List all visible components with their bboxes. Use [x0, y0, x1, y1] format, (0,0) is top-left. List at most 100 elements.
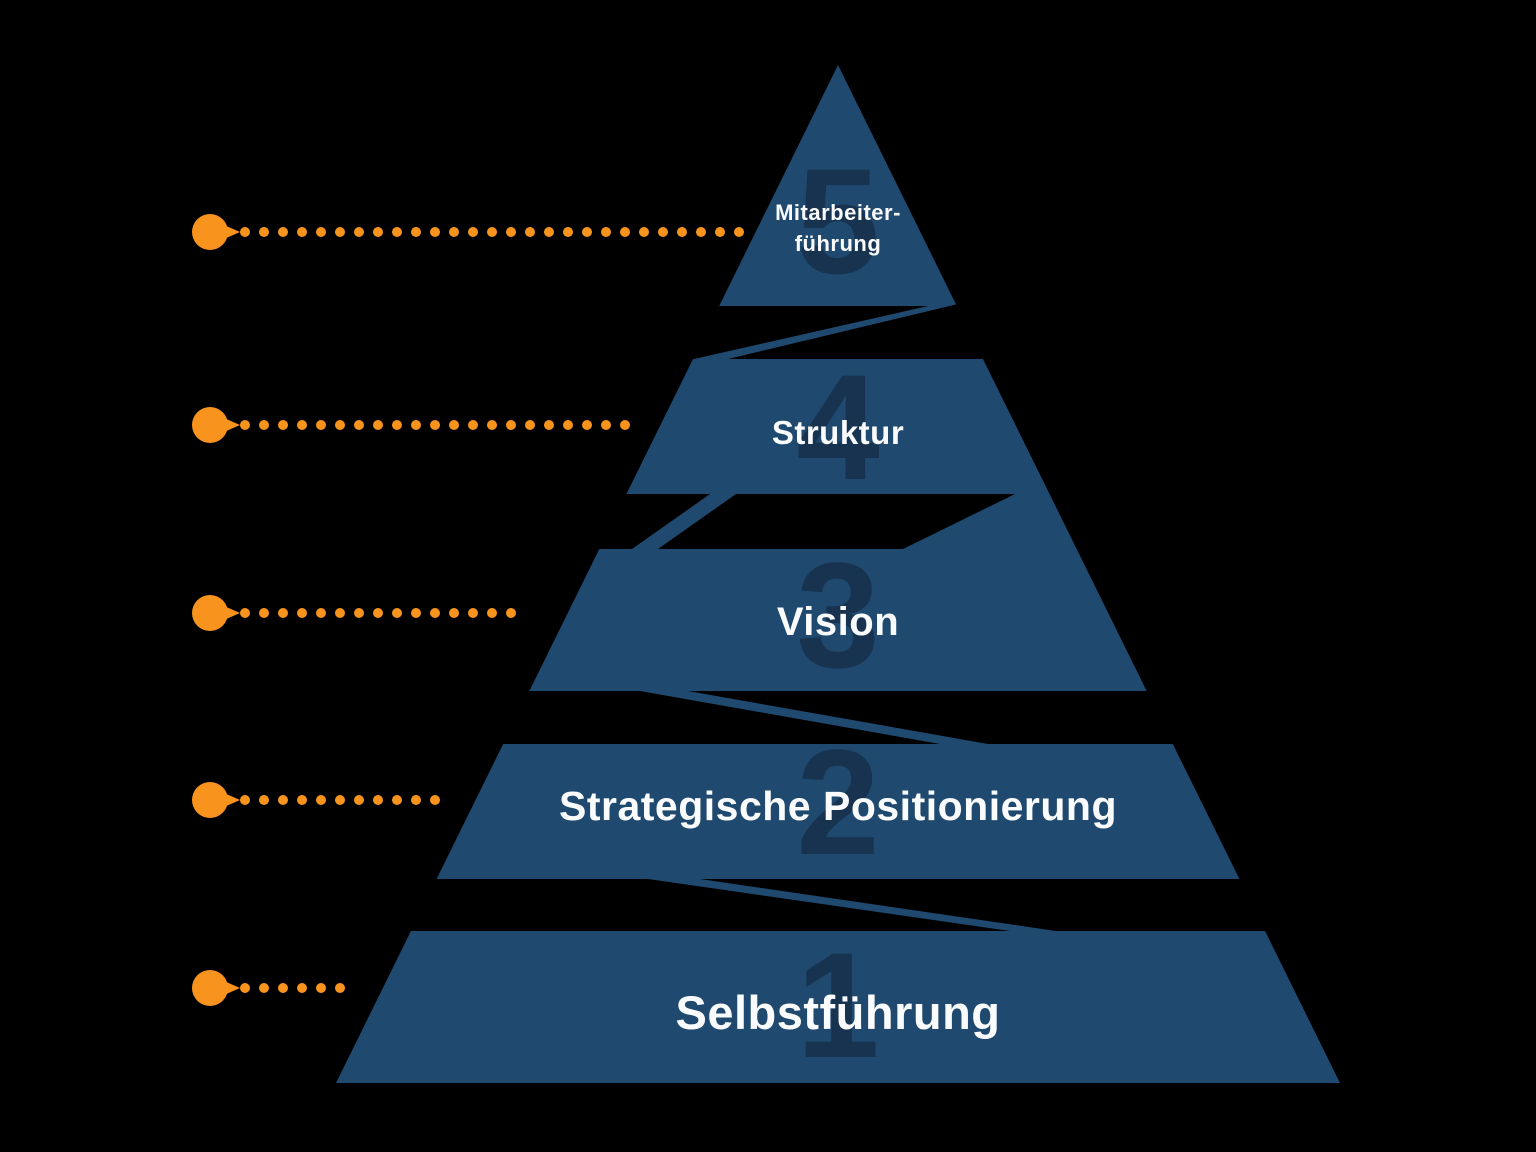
leader-dot: [240, 227, 250, 237]
leader-dot: [297, 227, 307, 237]
gap-cut-3-2-right: [688, 691, 1260, 744]
level-labels: Mitarbeiter- führung Struktur Vision Str…: [559, 200, 1117, 1039]
leader-dot: [240, 983, 250, 993]
leader-dot: [582, 420, 592, 430]
leader-dot: [297, 420, 307, 430]
gap-cut-2-1-right: [700, 879, 1320, 931]
leader-lines: [192, 214, 744, 1006]
leader-dot: [278, 608, 288, 618]
level-2-label: Strategische Positionierung: [559, 783, 1117, 829]
leader-line-level-2: [192, 782, 440, 818]
leader-dot: [715, 227, 725, 237]
level-4-number: 4: [796, 343, 879, 511]
leader-dot: [297, 983, 307, 993]
leader-dot: [468, 608, 478, 618]
leader-dot: [392, 608, 402, 618]
leader-dot: [278, 983, 288, 993]
leader-dot: [278, 420, 288, 430]
gap-cut-4-3-middle: [658, 494, 1015, 549]
leader-dot: [430, 227, 440, 237]
leader-dot: [278, 227, 288, 237]
leader-dot: [335, 795, 345, 805]
level-5-number: 5: [796, 137, 879, 305]
leader-dot: [316, 227, 326, 237]
leader-dot: [373, 420, 383, 430]
leader-dot: [525, 420, 535, 430]
gap-cut-5-4-right: [728, 304, 1170, 359]
leader-dot: [259, 983, 269, 993]
leader-dot: [335, 227, 345, 237]
leader-dot: [468, 227, 478, 237]
leader-dot: [411, 227, 421, 237]
leader-dot: [601, 420, 611, 430]
gap-cut-3-2-left: [400, 691, 940, 744]
leader-dot: [335, 983, 345, 993]
leader-dot: [487, 420, 497, 430]
leader-dot: [259, 608, 269, 618]
pyramid-body: [290, 65, 1340, 1083]
leader-dot: [696, 227, 706, 237]
leader-start-dot: [192, 782, 228, 818]
leader-dot: [658, 227, 668, 237]
leader-start-pointer: [224, 225, 240, 239]
leader-dot: [620, 227, 630, 237]
leader-dot: [240, 420, 250, 430]
leader-dot: [411, 420, 421, 430]
level-1-number: 1: [796, 921, 879, 1089]
level-2-number: 2: [796, 718, 879, 886]
leader-dot: [430, 608, 440, 618]
leader-dot: [373, 795, 383, 805]
leader-dot: [316, 608, 326, 618]
leader-start-pointer: [224, 418, 240, 432]
leader-line-level-5: [192, 214, 744, 250]
leader-dot: [487, 608, 497, 618]
leader-dot: [601, 227, 611, 237]
leader-line-level-4: [192, 407, 630, 443]
leader-dot: [563, 227, 573, 237]
leader-dot: [354, 420, 364, 430]
leader-dot: [449, 420, 459, 430]
leader-dot: [373, 608, 383, 618]
leader-dot: [316, 420, 326, 430]
leader-dot: [468, 420, 478, 430]
leader-start-dot: [192, 407, 228, 443]
level-5-label-line2: führung: [795, 231, 882, 256]
pyramid-triangle: [336, 65, 1340, 1083]
leader-dot: [449, 608, 459, 618]
leader-dot: [544, 227, 554, 237]
leader-dot: [525, 227, 535, 237]
leader-dot: [297, 608, 307, 618]
leader-start-dot: [192, 595, 228, 631]
leader-dot: [506, 227, 516, 237]
leader-dot: [259, 227, 269, 237]
leader-dot: [240, 795, 250, 805]
leader-start-pointer: [224, 981, 240, 995]
leader-dot: [392, 420, 402, 430]
leader-dot: [335, 420, 345, 430]
leader-dot: [411, 795, 421, 805]
leader-dot: [506, 420, 516, 430]
level-1-label: Selbstführung: [675, 986, 1000, 1039]
leader-dot: [392, 227, 402, 237]
gap-cut-5-4-left: [520, 306, 928, 359]
leader-dot: [354, 608, 364, 618]
level-5-label-line1: Mitarbeiter-: [775, 200, 901, 225]
leader-line-level-3: [192, 595, 516, 631]
leader-start-dot: [192, 214, 228, 250]
leader-start-dot: [192, 970, 228, 1006]
leader-dot: [354, 227, 364, 237]
leader-dot: [563, 420, 573, 430]
leader-dot: [639, 227, 649, 237]
leader-dot: [335, 608, 345, 618]
leader-dot: [544, 420, 554, 430]
level-4-label: Struktur: [772, 414, 904, 451]
leader-dot: [677, 227, 687, 237]
leader-dot: [430, 420, 440, 430]
leader-dot: [240, 608, 250, 618]
leader-dot: [392, 795, 402, 805]
leader-start-pointer: [224, 793, 240, 807]
leader-dot: [411, 608, 421, 618]
leader-dot: [316, 983, 326, 993]
